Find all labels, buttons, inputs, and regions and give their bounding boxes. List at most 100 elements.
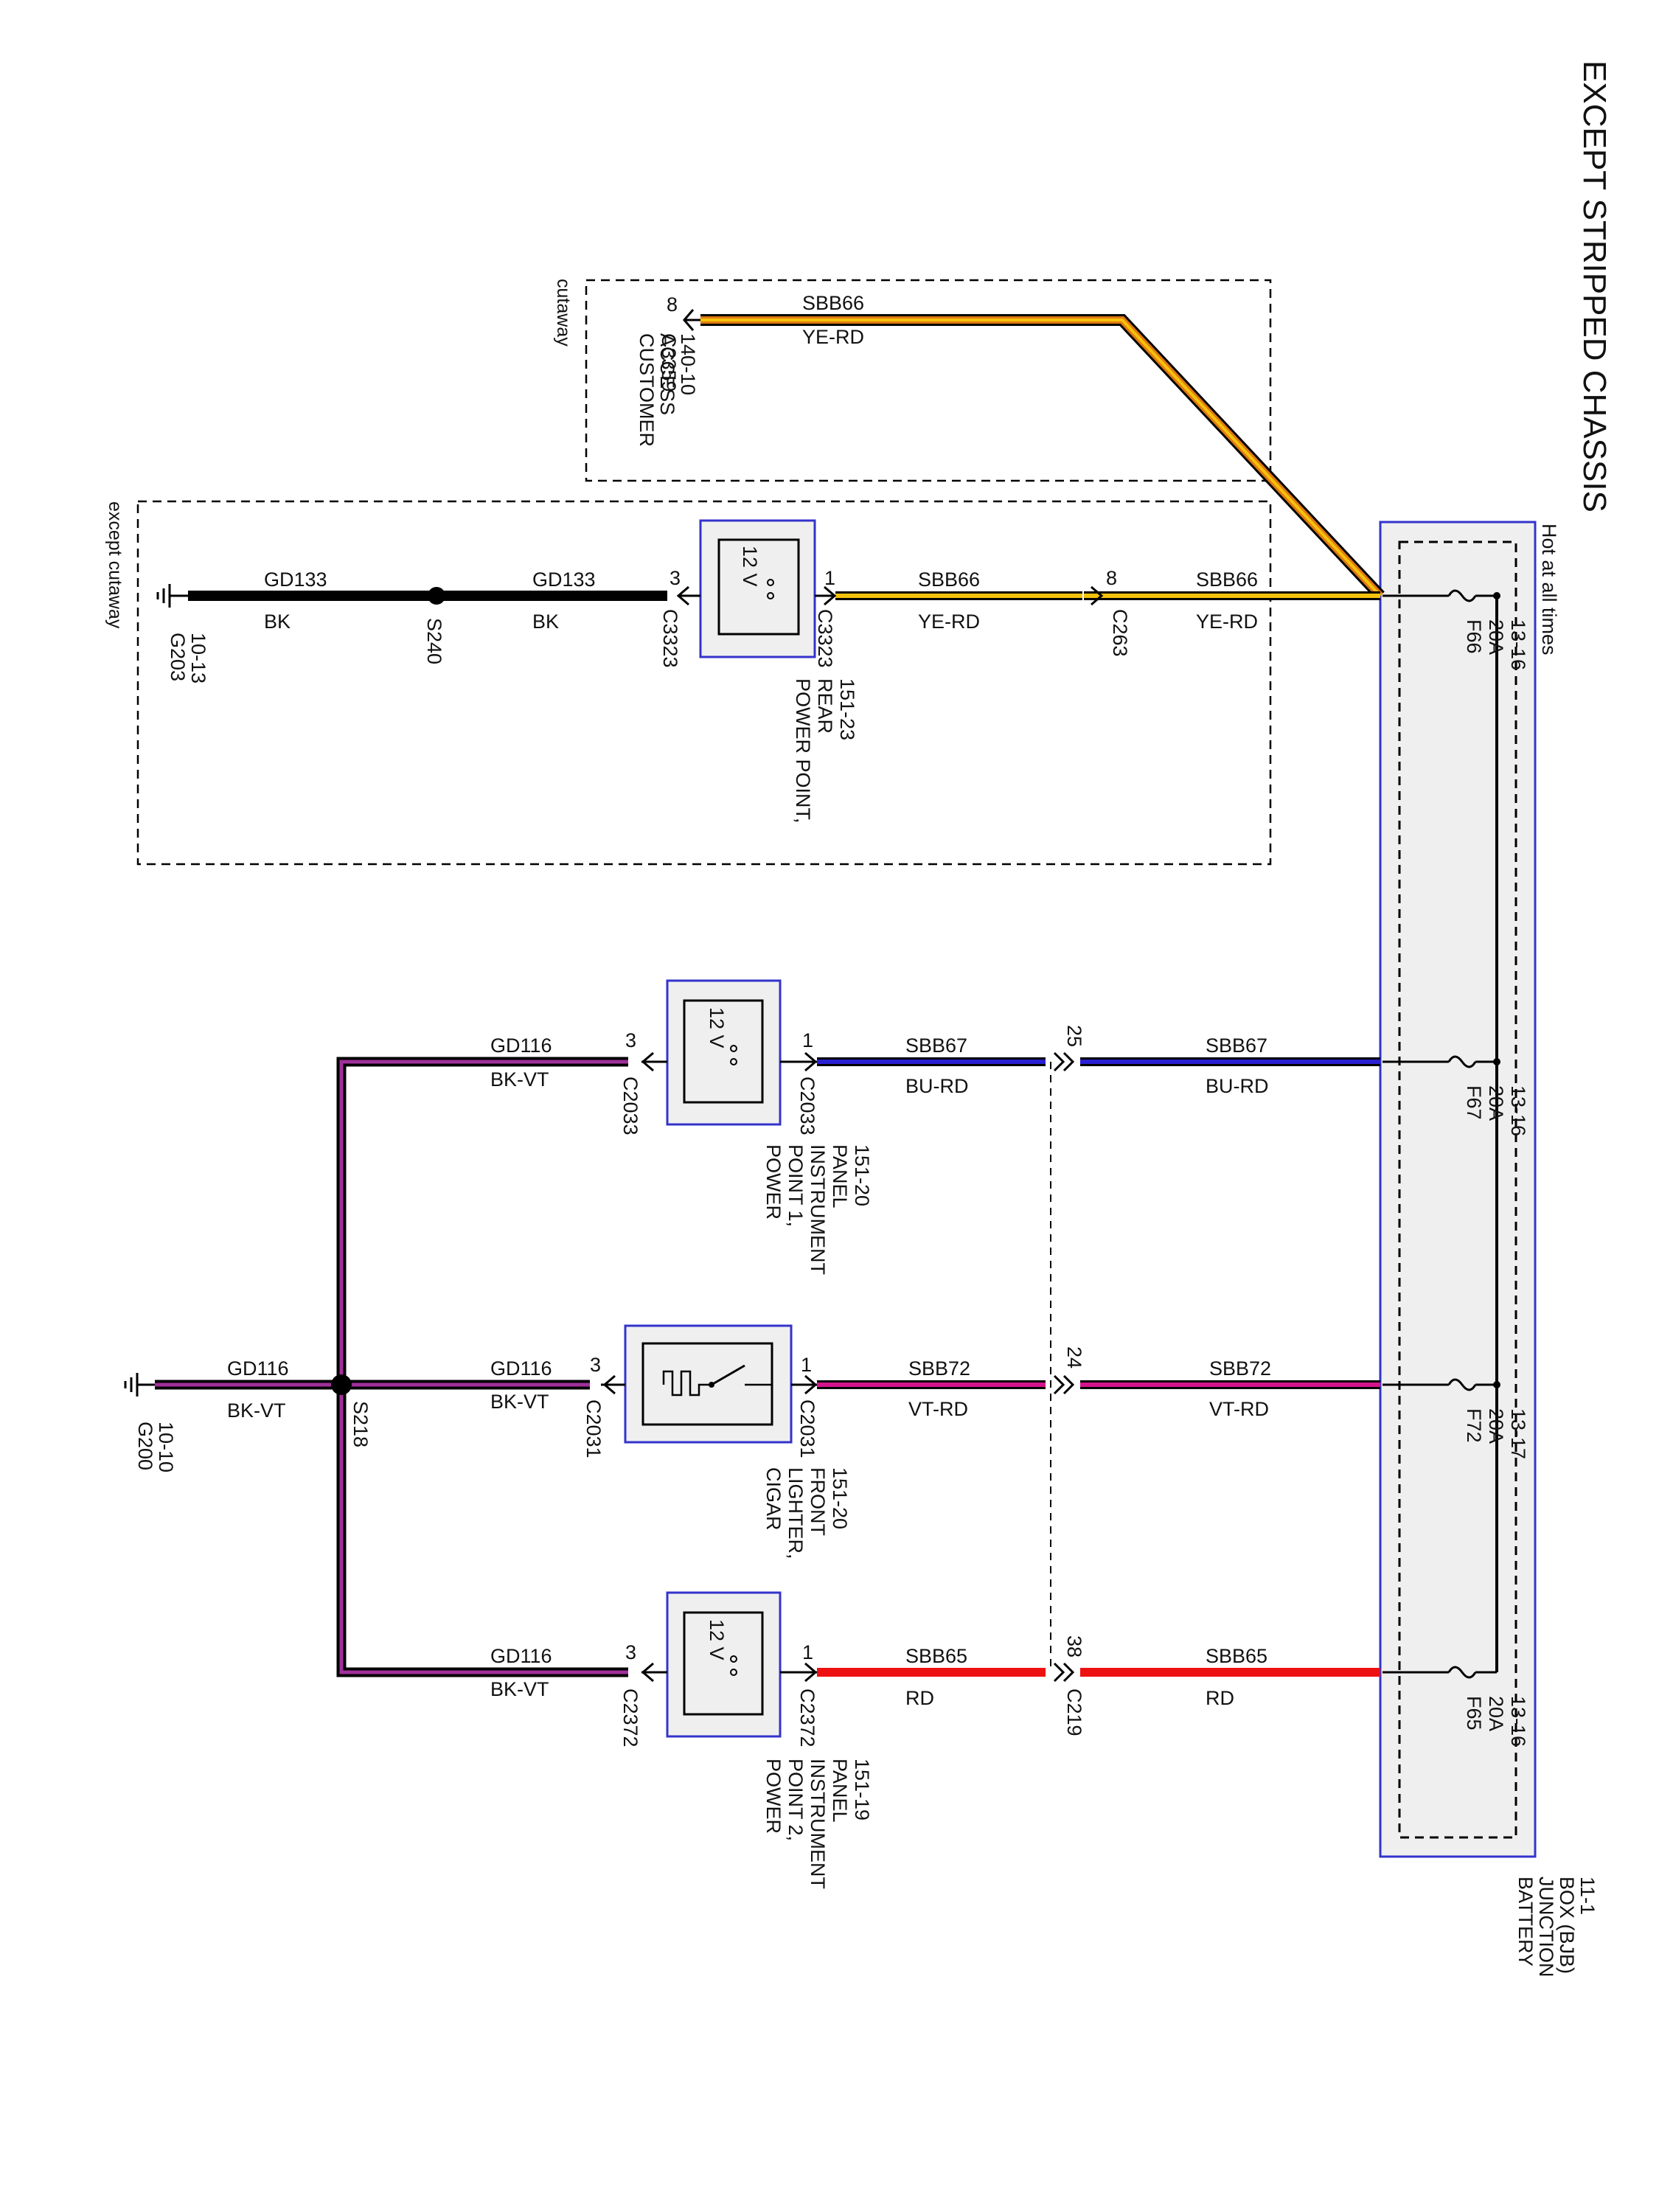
- except-cutaway-label: except cutaway: [105, 501, 125, 629]
- connector-pin: 1: [802, 1029, 813, 1051]
- circuit-color: RD: [1206, 1687, 1234, 1709]
- power-point-1: 12 V: [641, 979, 817, 1126]
- circuit-color: YE-RD: [1196, 611, 1258, 633]
- circuit-label: GD116: [490, 1034, 552, 1057]
- circuit-label: SBB72: [908, 1357, 970, 1380]
- power-point-rear-label: POWER POINT, REAR 151-23: [792, 678, 858, 829]
- power-point-2: 12 V: [641, 1591, 817, 1738]
- connector-label: C219: [1063, 1688, 1085, 1736]
- connector-pin: 8: [667, 293, 678, 316]
- connector-c219-pin: [1053, 1051, 1075, 1072]
- circuit-label: SBB66: [918, 568, 980, 591]
- connector-pin: 3: [590, 1354, 601, 1376]
- connector-label: C3359: [658, 333, 680, 392]
- ground-g203-label: G203 10-13: [167, 633, 209, 687]
- connector-c3323-in: [824, 585, 837, 606]
- svg-text:12 V: 12 V: [706, 1619, 728, 1660]
- connector-pin: 3: [625, 1029, 636, 1051]
- connector-pin: 1: [802, 1641, 813, 1663]
- splice-s218: [331, 1374, 352, 1395]
- circuit-label: SBB66: [802, 292, 864, 314]
- wire-gd116: [124, 1057, 628, 1677]
- connector-c2033-out: [641, 1051, 654, 1072]
- diagram-title: EXCEPT STRIPPED CHASSIS: [1576, 60, 1613, 512]
- splice-s240: [428, 587, 445, 605]
- connector-label: C3323: [814, 609, 836, 668]
- connector-c2031-in: [804, 1374, 818, 1395]
- connector-c3323-out: [676, 585, 689, 606]
- power-point-1-label: POWER POINT 1, INSTRUMENT PANEL 151-20: [762, 1144, 873, 1280]
- cutaway-label: cutaway: [553, 279, 574, 347]
- voltage-label: 12 V: [739, 546, 761, 587]
- circuit-label: SBB65: [1206, 1645, 1267, 1667]
- circuit-label: SBB66: [1196, 568, 1258, 591]
- circuit-color: VT-RD: [908, 1398, 968, 1420]
- bjb-label: BATTERY JUNCTION BOX (BJB) 11-1: [1514, 1877, 1599, 1983]
- svg-text:12 V: 12 V: [706, 1007, 728, 1048]
- connector-c2372-out: [641, 1662, 654, 1683]
- power-point-rear: 12 V: [678, 519, 835, 658]
- power-point-2-label: POWER POINT 2, INSTRUMENT PANEL 151-19: [762, 1759, 873, 1894]
- cutaway-region: [585, 279, 1272, 482]
- connector-label: C263: [1109, 609, 1131, 657]
- connector-label: C2033: [796, 1077, 818, 1135]
- except-cutaway-region: [136, 500, 1272, 866]
- circuit-color: BK: [532, 611, 559, 633]
- connector-c2031-out: [602, 1374, 616, 1395]
- circuit-color: BK-VT: [490, 1068, 549, 1091]
- cigar-lighter-label: CIGAR LIGHTER, FRONT 151-20: [762, 1467, 851, 1565]
- circuit-color: YE-RD: [918, 611, 980, 633]
- connector-label: C2031: [796, 1399, 818, 1458]
- circuit-color: BU-RD: [1206, 1075, 1269, 1097]
- splice-label: S240: [423, 618, 445, 664]
- circuit-color: YE-RD: [802, 326, 864, 348]
- ground-g200-label: G200 10-10: [134, 1422, 177, 1476]
- connector-pin: 38: [1063, 1635, 1085, 1658]
- connector-label: C3323: [659, 609, 681, 668]
- connector-pin: 25: [1063, 1025, 1085, 1047]
- connector-pin: 1: [824, 567, 835, 589]
- wire-sbb66-cutaway: [684, 314, 1385, 600]
- battery-junction-box: Hot at all times BATTERY JUNCTION BOX (B…: [1379, 521, 1599, 1983]
- circuit-label: SBB67: [1206, 1034, 1267, 1057]
- svg-text:F65 20A 13-16: F65 20A 13-16: [1463, 1696, 1529, 1747]
- svg-text:F67 20A 13-16: F67 20A 13-16: [1463, 1085, 1529, 1136]
- connector-c219-pin: [1053, 1374, 1075, 1395]
- connector-pin: 3: [669, 567, 681, 589]
- fuse-f66: F66 20A 13-16: [1382, 589, 1529, 670]
- connector-label: C2372: [796, 1688, 818, 1747]
- circuit-color: BK-VT: [490, 1391, 549, 1413]
- connector-c219-pin: [1053, 1662, 1075, 1683]
- customer-access-label: CUSTOMER ACCESS 140-10: [636, 333, 699, 453]
- connector-pin: 3: [625, 1641, 636, 1663]
- connector-c3359: [683, 309, 695, 331]
- circuit-label: SBB67: [905, 1034, 967, 1057]
- circuit-label: GD133: [532, 568, 596, 591]
- circuit-color: BU-RD: [905, 1075, 969, 1097]
- splice-label: S218: [349, 1401, 372, 1447]
- connector-pin: 8: [1106, 567, 1117, 589]
- circuit-label: GD133: [264, 568, 327, 591]
- connector-c2372-in: [804, 1662, 818, 1683]
- connector-pin: 24: [1063, 1346, 1085, 1368]
- circuit-color: VT-RD: [1209, 1398, 1269, 1420]
- circuit-color: BK-VT: [490, 1678, 549, 1700]
- circuit-label: GD116: [490, 1645, 552, 1667]
- svg-text:F66 20A 13-16: F66 20A 13-16: [1463, 619, 1529, 670]
- connector-label: C2372: [619, 1688, 641, 1747]
- svg-text:F72 20A 13-17: F72 20A 13-17: [1463, 1408, 1529, 1459]
- fuse-f65: F65 20A 13-16: [1382, 1666, 1529, 1747]
- circuit-label: SBB65: [905, 1645, 967, 1667]
- circuit-label: GD116: [490, 1357, 552, 1380]
- wire-gd133: [156, 584, 667, 608]
- hot-at-all-times-label: Hot at all times: [1538, 524, 1560, 655]
- fuse-f72: F72 20A 13-17: [1382, 1378, 1529, 1459]
- connector-c263: [1091, 585, 1104, 606]
- fuse-f67: F67 20A 13-16: [1382, 1055, 1529, 1136]
- circuit-label: SBB72: [1209, 1357, 1271, 1380]
- cigar-lighter: [601, 1324, 817, 1444]
- connector-c2033-in: [804, 1051, 818, 1072]
- connector-pin: 1: [801, 1354, 812, 1376]
- circuit-color: BK: [264, 611, 291, 633]
